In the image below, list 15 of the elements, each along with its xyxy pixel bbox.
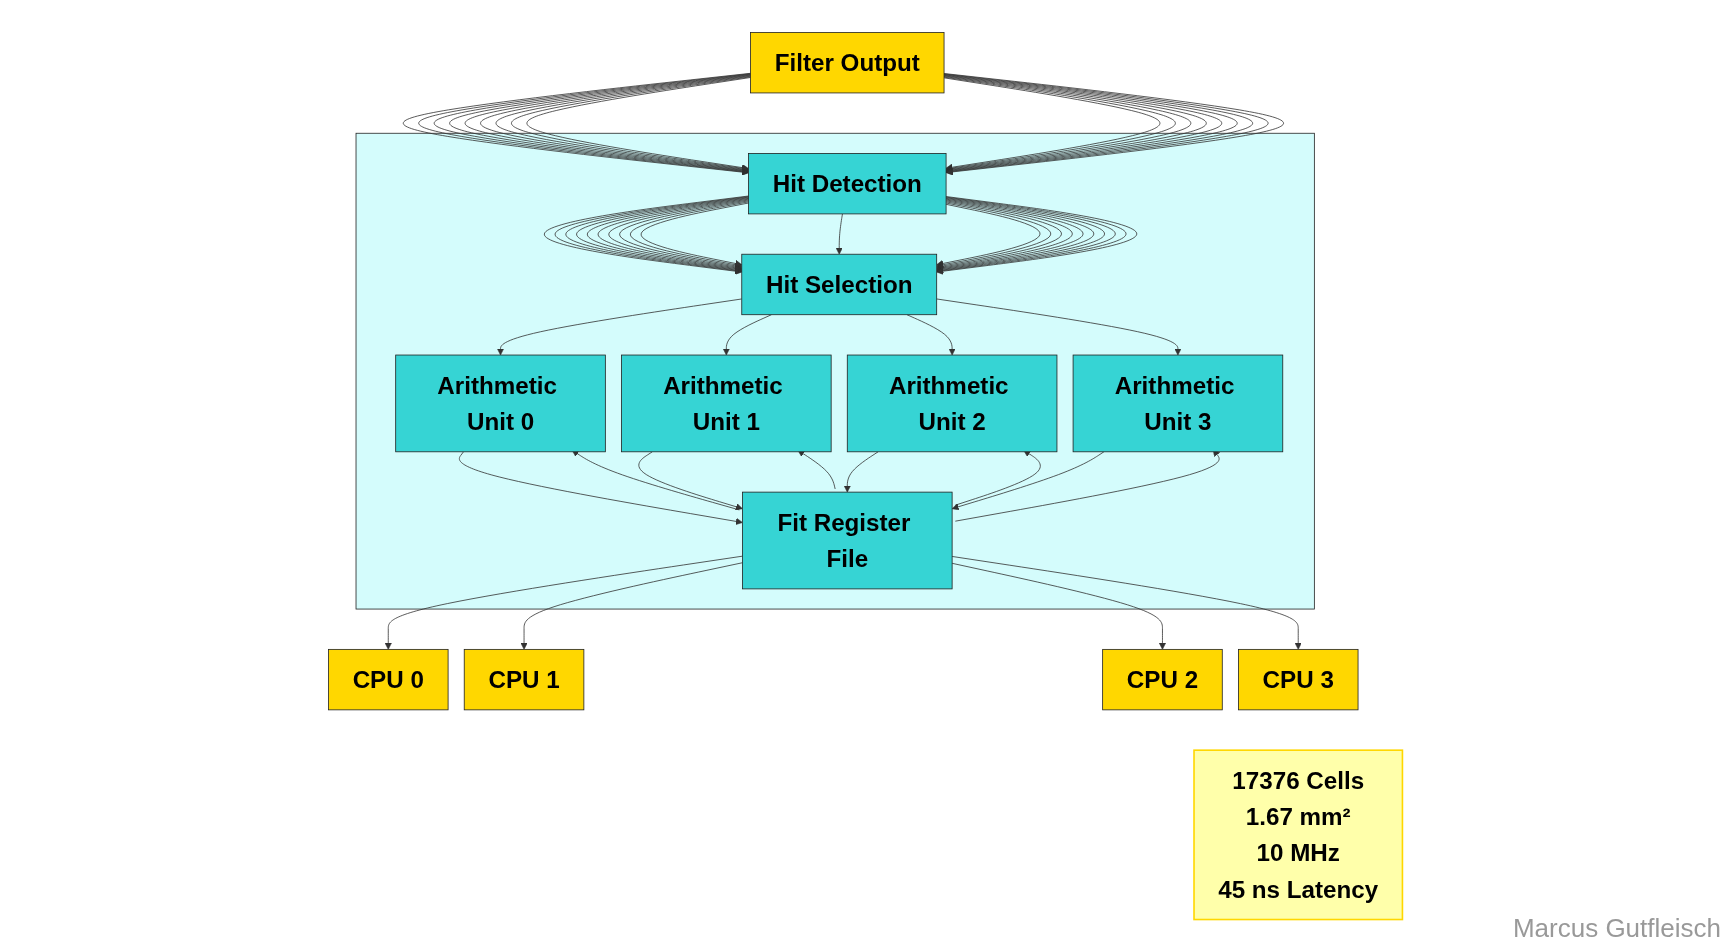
- node-box: Arithmetic Unit 0: [395, 354, 606, 453]
- node-box: CPU 1: [463, 648, 585, 711]
- node-box: Hit Selection: [741, 253, 938, 316]
- node-box: Arithmetic Unit 1: [621, 354, 832, 453]
- node-box: Hit Detection: [748, 153, 947, 215]
- author-credit: Marcus Gutfleisch: [1512, 913, 1721, 944]
- node-box: Filter Output: [750, 32, 945, 94]
- node-box: CPU 2: [1102, 648, 1223, 711]
- node-box: CPU 3: [1238, 648, 1359, 711]
- node-box: Arithmetic Unit 2: [846, 354, 1058, 453]
- node-box: 17376 Cells 1.67 mm² 10 MHz 45 ns Latency: [1193, 749, 1404, 921]
- cluster: [355, 132, 1315, 610]
- node-box: Fit Register File: [742, 491, 953, 590]
- node-box: Arithmetic Unit 3: [1072, 354, 1284, 453]
- node-box: CPU 0: [328, 648, 449, 711]
